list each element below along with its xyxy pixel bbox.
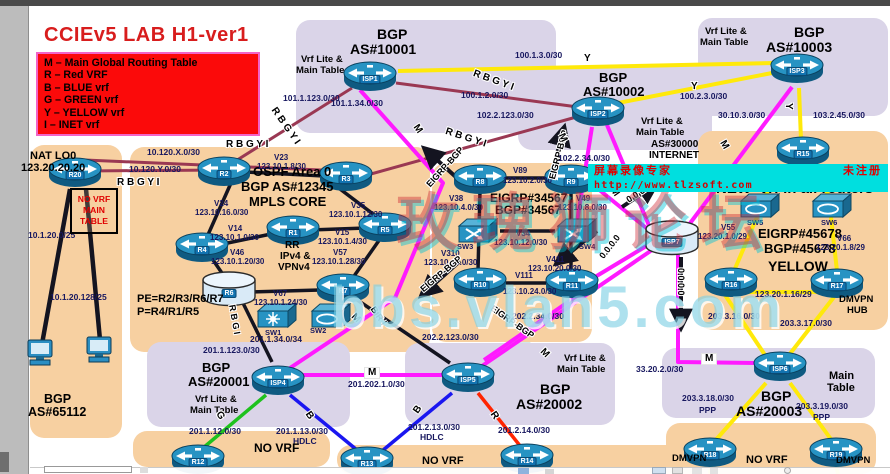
window-corner-notch: [0, 452, 9, 472]
legend-item: I – INET vrf: [44, 119, 100, 132]
screen-recorder-watermark: 屏幕录像专家 未注册 http://www.tlzsoft.com: [588, 164, 888, 192]
legend-item: G – GREEN vrf: [44, 94, 119, 107]
legend-item: M – Main Global Routing Table: [44, 57, 198, 69]
diagram-title: CCIEv5 LAB H1-ver1: [44, 24, 249, 46]
recorder-app-name: 屏幕录像专家: [594, 165, 672, 177]
legend-item: R – Red VRF: [44, 69, 108, 82]
legend-item: B – BLUE vrf: [44, 81, 109, 94]
legend-item: Y – YELLOW vrf: [44, 106, 125, 119]
recorder-status: 未注册: [843, 165, 882, 177]
window-left-edge: [0, 6, 29, 474]
bottom-ui-strip: [30, 467, 890, 474]
window-top-edge: [0, 0, 890, 6]
recorder-url: http://www.tlzsoft.com: [594, 180, 753, 191]
